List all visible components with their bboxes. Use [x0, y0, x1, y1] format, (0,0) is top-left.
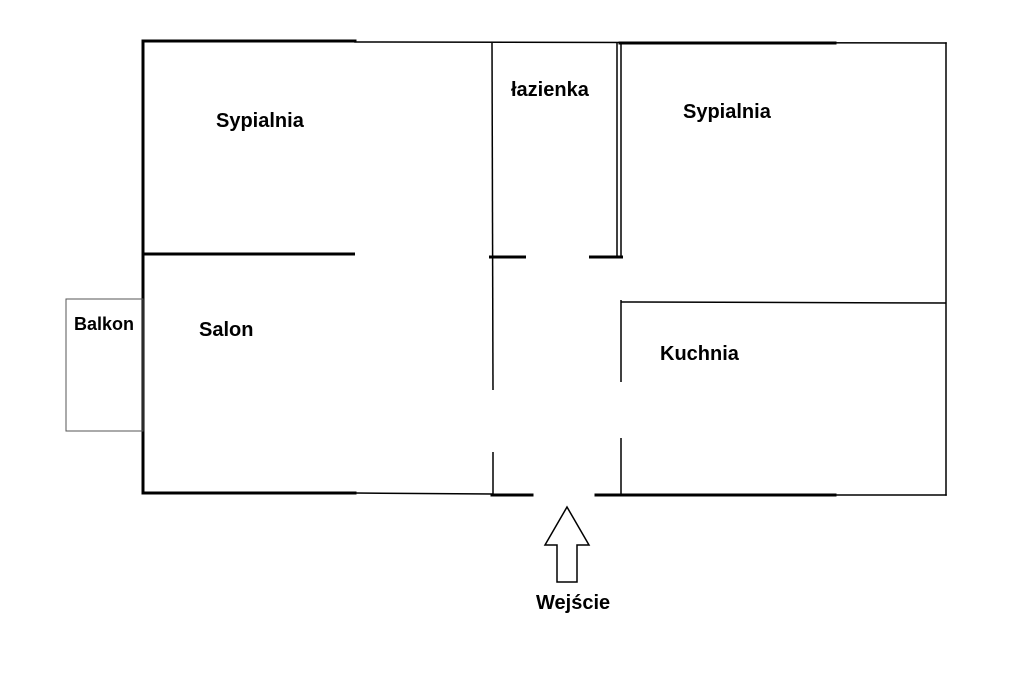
room-label-bedroom-right: Sypialnia: [683, 101, 772, 123]
room-label-balcony: Balkon: [74, 314, 134, 334]
entrance-label: Wejście: [536, 592, 610, 614]
bottom-wall-left-thin: [354, 492, 493, 495]
room-label-bathroom: łazienka: [511, 79, 590, 101]
hall-left-wall-upper: [491, 42, 494, 391]
balcony-outline: [65, 298, 144, 432]
room-label-bedroom-left: Sypialnia: [216, 110, 305, 132]
room-label-salon: Salon: [199, 319, 253, 341]
room-label-kitchen: Kuchnia: [660, 343, 740, 365]
up-arrow-icon: [543, 505, 591, 583]
interior-walls: [143, 42, 947, 495]
kitchen-top-wall: [620, 301, 947, 304]
